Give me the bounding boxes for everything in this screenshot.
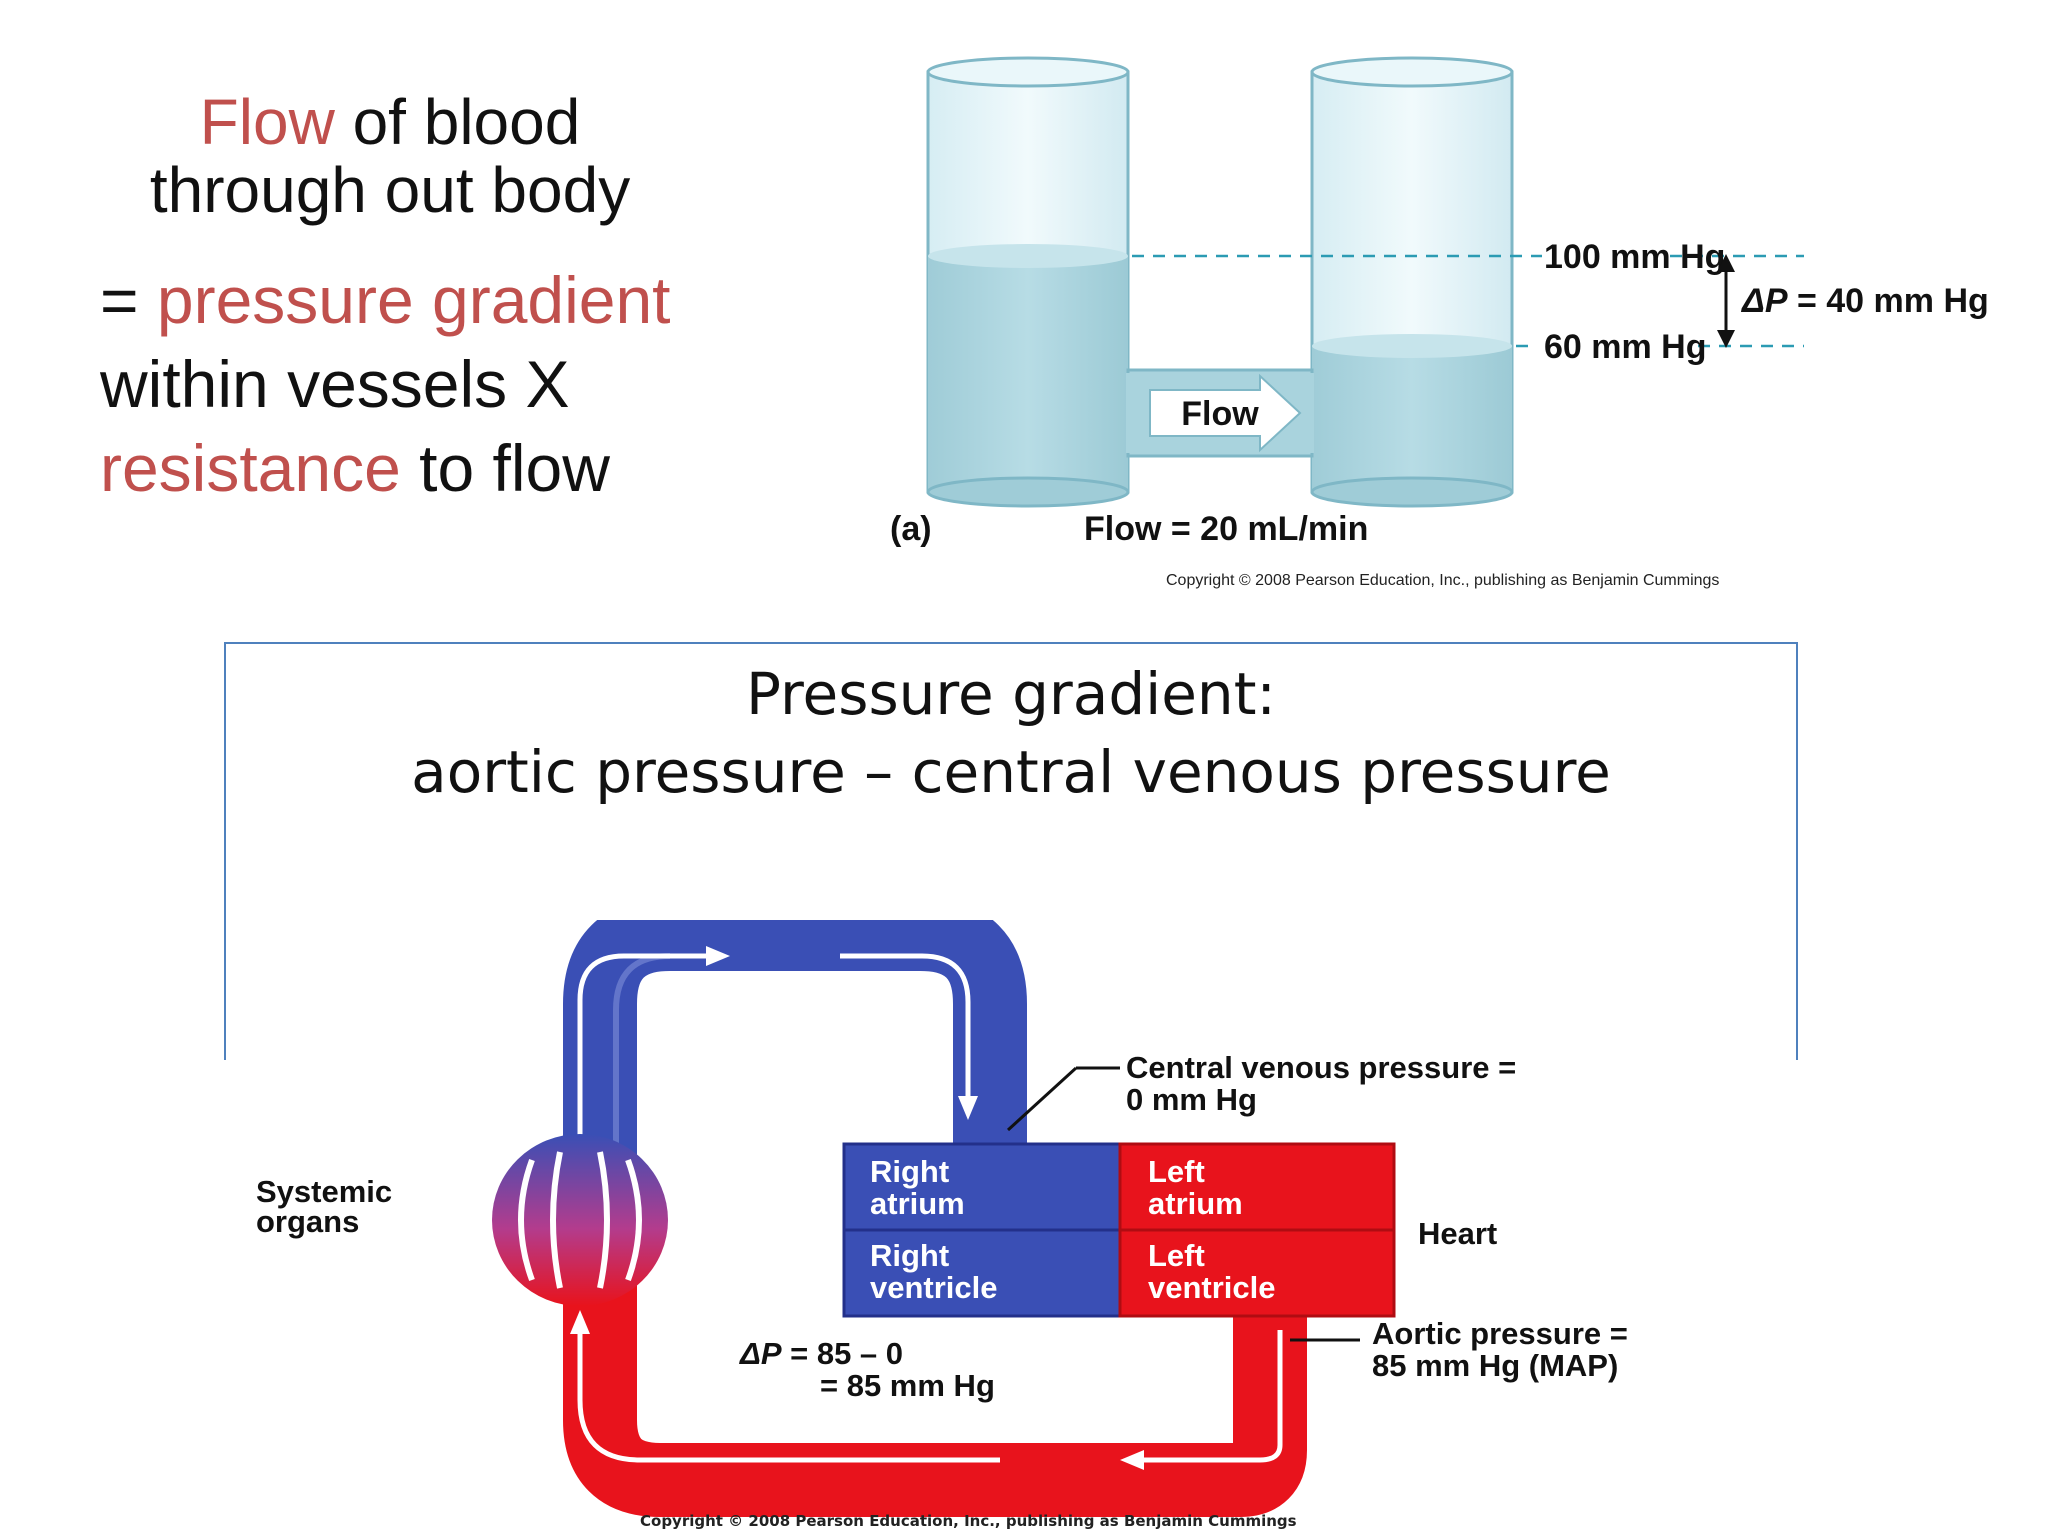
aortic-label-2: 85 mm Hg (MAP)	[1372, 1348, 1618, 1383]
left-ventricle	[1118, 1228, 1396, 1318]
systemic-label-2: organs	[256, 1204, 359, 1239]
left-ventricle-label-1: Left	[1148, 1238, 1205, 1273]
left-atrium-label-1: Left	[1148, 1154, 1205, 1189]
pressure-60-label: 60 mm Hg	[1544, 328, 1707, 366]
gradient-box: Pressure gradient: aortic pressure – cen…	[224, 642, 1798, 1062]
systemic-label-1: Systemic	[256, 1174, 392, 1209]
of-blood-text: of blood	[334, 86, 581, 158]
pressure-gradient-term: pressure gradient	[156, 263, 671, 337]
to-flow-text: to flow	[400, 431, 610, 505]
cvp-leader-line	[1006, 1066, 1078, 1132]
delta-p-equation-1: ΔP = 85 – 0	[739, 1336, 903, 1371]
flow-rate-label: Flow = 20 mL/min	[1084, 510, 1368, 548]
flow-word: Flow	[199, 86, 335, 158]
heart	[842, 1142, 1396, 1318]
flow-arrowheads	[570, 946, 1144, 1470]
flow-equation: = pressure gradient within vessels X res…	[100, 258, 740, 510]
within-vessels-text: within vessels X	[100, 347, 570, 421]
tank-diagram: Flow 100 mm Hg 60 mm Hg ΔP = 40 mm Hg (a…	[890, 56, 1989, 589]
delta-p-label: ΔP = 40 mm Hg	[1740, 282, 1989, 320]
delta-p-arrow	[1717, 254, 1735, 348]
through-out-body-text: through out body	[149, 154, 631, 226]
cvp-label-1: Central venous pressure =	[1126, 1050, 1516, 1085]
flow-arrow	[1149, 373, 1302, 453]
systemic-capillary-bed	[492, 1134, 668, 1306]
left-ventricle-label-2: ventricle	[1148, 1270, 1276, 1305]
flow-arrow-label: Flow	[1181, 395, 1259, 433]
venous-tube	[563, 920, 1027, 1292]
pressure-100-label: 100 mm Hg	[1544, 238, 1725, 276]
left-atrium-label-2: atrium	[1148, 1186, 1243, 1221]
circulation-copyright: Copyright © 2008 Pearson Education, Inc.…	[640, 1512, 1297, 1530]
flow-title: Flow of blood through out body	[100, 88, 680, 224]
delta-p-equation-2: = 85 mm Hg	[820, 1368, 995, 1403]
gradient-box-line1: Pressure gradient:	[746, 660, 1276, 728]
resistance-term: resistance	[100, 431, 401, 505]
left-tank	[926, 56, 1130, 508]
tank-copyright: Copyright © 2008 Pearson Education, Inc.…	[1166, 572, 1719, 589]
right-ventricle-label-1: Right	[870, 1238, 949, 1273]
equals-sign: =	[100, 263, 157, 337]
heart-label: Heart	[1418, 1216, 1497, 1251]
gradient-box-line2: aortic pressure – central venous pressur…	[411, 738, 1611, 806]
circulation-diagram: Right atrium Left atrium Right ventricle…	[220, 920, 1840, 1532]
right-ventricle	[842, 1228, 1122, 1318]
flow-arrows	[577, 953, 1283, 1463]
right-tank	[1310, 56, 1514, 508]
cvp-label-2: 0 mm Hg	[1126, 1082, 1257, 1117]
right-atrium-label-1: Right	[870, 1154, 949, 1189]
aortic-label-1: Aortic pressure =	[1372, 1316, 1628, 1351]
right-ventricle-label-2: ventricle	[870, 1270, 998, 1305]
panel-label-a: (a)	[890, 510, 932, 548]
right-atrium-label-2: atrium	[870, 1186, 965, 1221]
arterial-tube	[563, 1220, 1307, 1517]
